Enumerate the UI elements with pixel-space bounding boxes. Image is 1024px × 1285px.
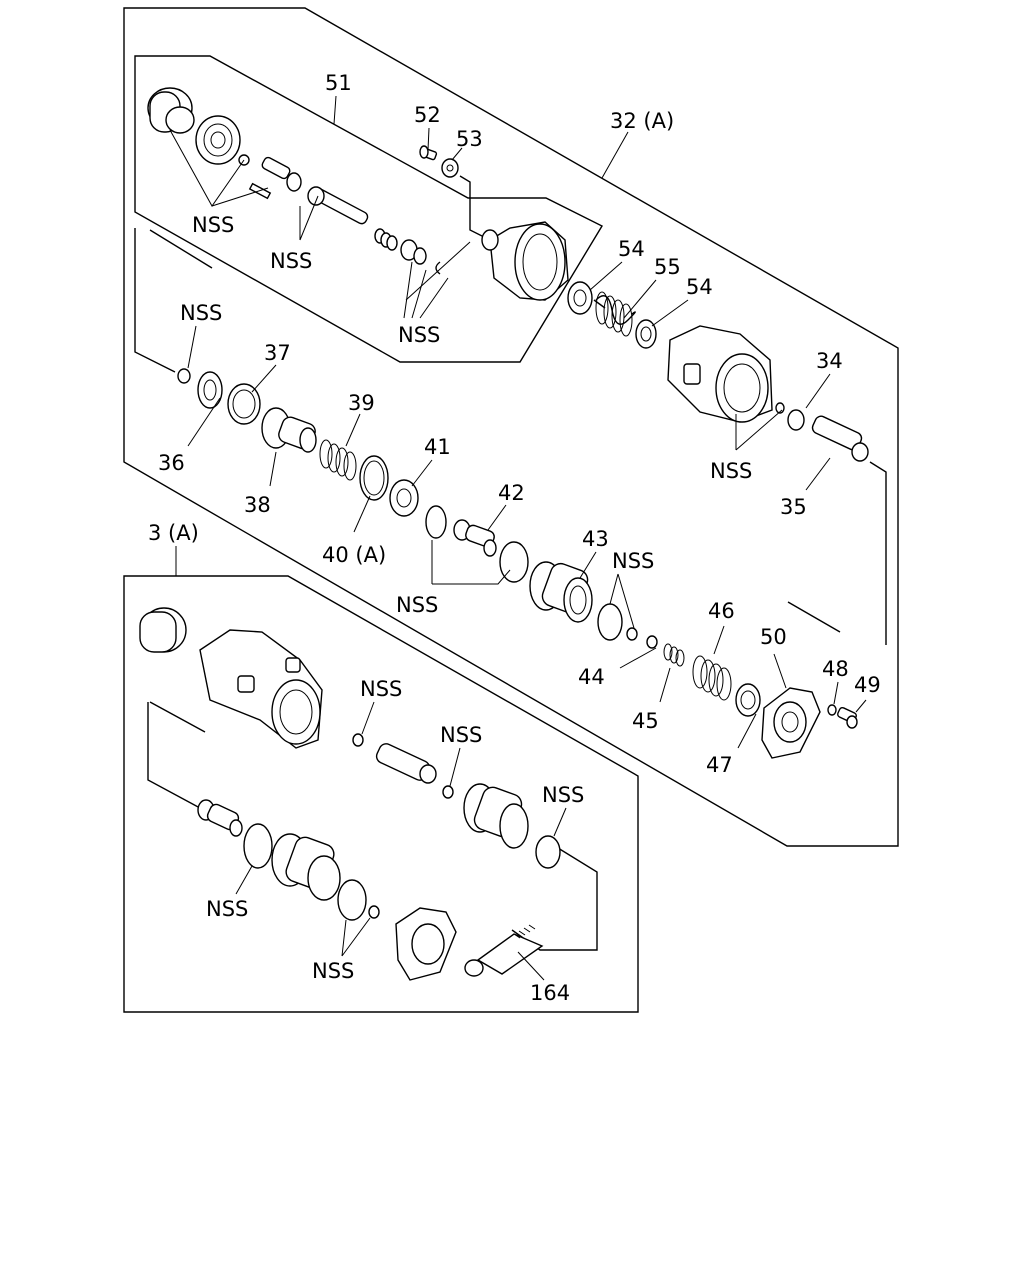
leader-lines [169,95,867,981]
cover-50 [761,687,821,759]
oring-nss-3c [535,835,561,869]
spring-45 [663,643,685,667]
label-43: 43 [582,527,609,551]
oring-nss-3b [442,785,454,799]
clip-44 [646,635,658,649]
oring-nss-43 [597,603,638,641]
label-54a: 54 [618,237,645,261]
label-40a: 40 (A) [322,543,386,567]
sleeve-43 [529,561,593,623]
label-49: 49 [854,673,881,697]
label-50: 50 [760,625,787,649]
oring-nss-3a [352,733,364,747]
knob-part [147,87,195,134]
spool-part [195,115,250,166]
washer-48 [827,704,837,716]
label-32a: 32 (A) [610,109,674,133]
valve-assembly-3 [139,607,323,749]
label-nss-2: NSS [270,249,312,273]
label-54b: 54 [686,275,713,299]
label-48: 48 [822,657,849,681]
label-nss-4: NSS [180,301,222,325]
label-35: 35 [780,495,807,519]
washer-54b [635,319,657,349]
subassembly-3-frame [123,575,639,1013]
label-45: 45 [632,709,659,733]
plunger-42 [453,519,497,557]
piston-38 [261,407,317,453]
label-53: 53 [456,127,483,151]
label-37: 37 [264,341,291,365]
oring-nss-row2b [499,541,529,583]
shaft-3a [375,743,437,784]
label-55: 55 [654,255,681,279]
label-44: 44 [578,665,605,689]
piston-3a [271,833,341,901]
shaft-35 [811,415,869,462]
oring-nss-36a [177,368,191,384]
label-nss-9: NSS [440,723,482,747]
label-nss-6: NSS [612,549,654,573]
gasket-47 [735,683,761,717]
spring-55 [595,291,636,337]
label-3a: 3 (A) [148,521,199,545]
subassembly-51-frame [134,55,603,363]
pin-parts [248,156,369,225]
oring-nss-row2a [425,505,447,539]
label-42: 42 [498,481,525,505]
washer-53 [441,158,459,178]
washer-54a [567,281,593,315]
label-47: 47 [706,753,733,777]
label-36: 36 [158,451,185,475]
label-nss-11: NSS [206,897,248,921]
label-nss-5: NSS [396,593,438,617]
label-38: 38 [244,493,271,517]
label-39: 39 [348,391,375,415]
snap-ring-40 [359,455,389,501]
bolt-49 [837,706,858,729]
small-spring-part [374,228,441,275]
label-34: 34 [816,349,843,373]
valve-body-32 [667,325,773,423]
label-52: 52 [414,103,441,127]
cover-3a [395,907,457,981]
labels: 51 52 53 32 (A) 54 55 54 34 35 36 37 38 … [148,71,881,1005]
ring-37 [227,383,261,425]
oring-nss-3e [337,879,380,921]
label-nss-12: NSS [312,959,354,983]
plunger-3a [197,799,243,837]
bushing-41 [389,479,419,517]
oring-nss-3d [243,823,273,869]
label-46: 46 [708,599,735,623]
assembly-32-frame [123,7,899,847]
oring-34 [775,402,805,431]
label-nss-1: NSS [192,213,234,237]
grease-tube-164 [464,924,544,977]
housing-51 [481,221,569,301]
spring-39 [319,439,357,481]
label-nss-10: NSS [542,783,584,807]
ring-36 [197,371,223,409]
label-41: 41 [424,435,451,459]
label-nss-8: NSS [360,677,402,701]
spring-46 [692,655,732,701]
label-51: 51 [325,71,352,95]
bolt-52 [419,145,438,161]
sleeve-3a [463,783,529,849]
label-164: 164 [530,981,570,1005]
label-nss-7: NSS [710,459,752,483]
label-nss-3: NSS [398,323,440,347]
